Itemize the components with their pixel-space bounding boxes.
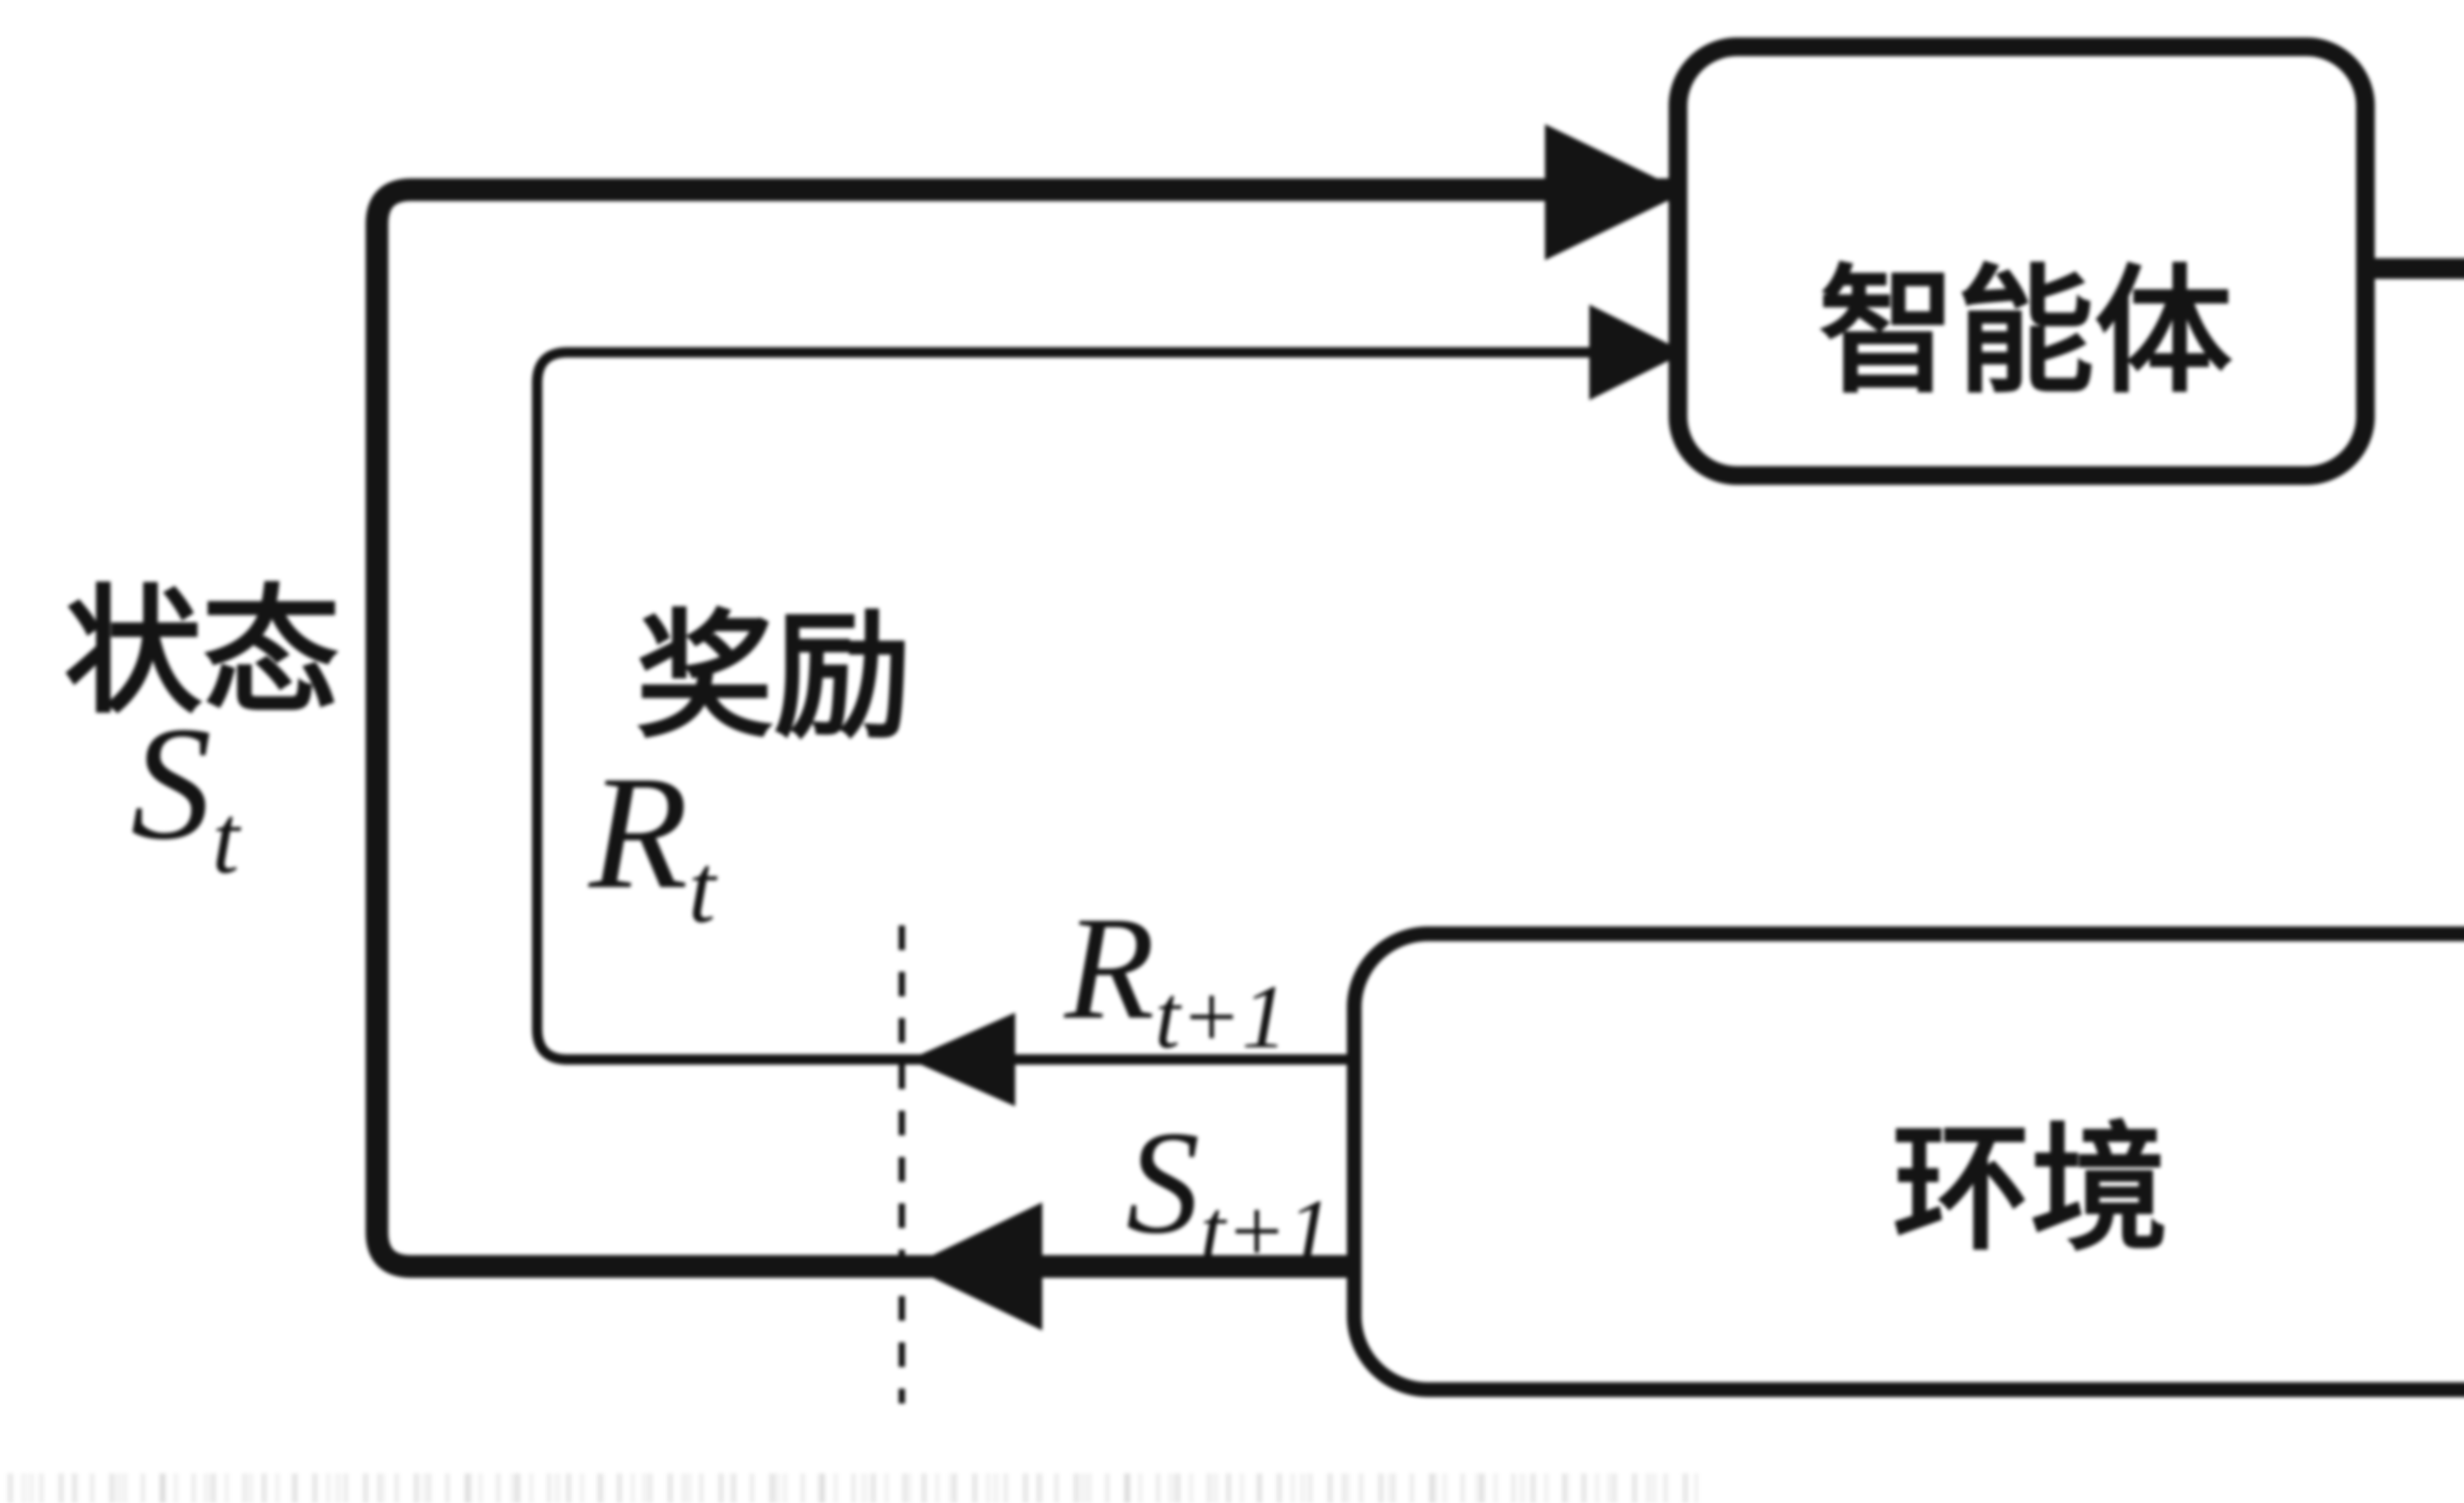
reward-next-symbol-subscript: t+1: [1155, 966, 1287, 1067]
state-arrowhead-into-agent: [1545, 124, 1685, 260]
reward-next-arrowhead: [909, 1013, 1015, 1106]
cropped-caption-remnant: [7, 1473, 1698, 1503]
reward-next-symbol-main: R: [1062, 886, 1155, 1050]
state-symbol-main: S: [131, 693, 212, 873]
reward-symbol: Rt: [586, 743, 718, 943]
reward-symbol-main: R: [586, 743, 688, 922]
reward-loop-line: [532, 347, 1671, 1065]
agent-box-label: 智能体: [1818, 256, 2232, 410]
state-symbol: St: [131, 693, 241, 894]
reward-arrowhead-into-agent: [1589, 305, 1685, 400]
reward-label: 奖励: [636, 601, 912, 754]
environment-box-label: 环境: [1892, 1114, 2168, 1267]
reward-symbol-subscript: t: [688, 834, 718, 943]
reward-next-symbol: Rt+1: [1062, 886, 1287, 1067]
environment-box: [1347, 926, 2464, 1397]
state-next-symbol-subscript: t+1: [1200, 1181, 1333, 1282]
state-next-arrowhead: [909, 1202, 1042, 1331]
state-label: 状态: [64, 577, 340, 730]
state-next-symbol-main: S: [1126, 1100, 1200, 1264]
state-loop-line: [366, 178, 1671, 1278]
agent-box: [1669, 37, 2375, 485]
state-next-symbol: St+1: [1126, 1100, 1333, 1282]
state-symbol-subscript: t: [212, 785, 241, 894]
